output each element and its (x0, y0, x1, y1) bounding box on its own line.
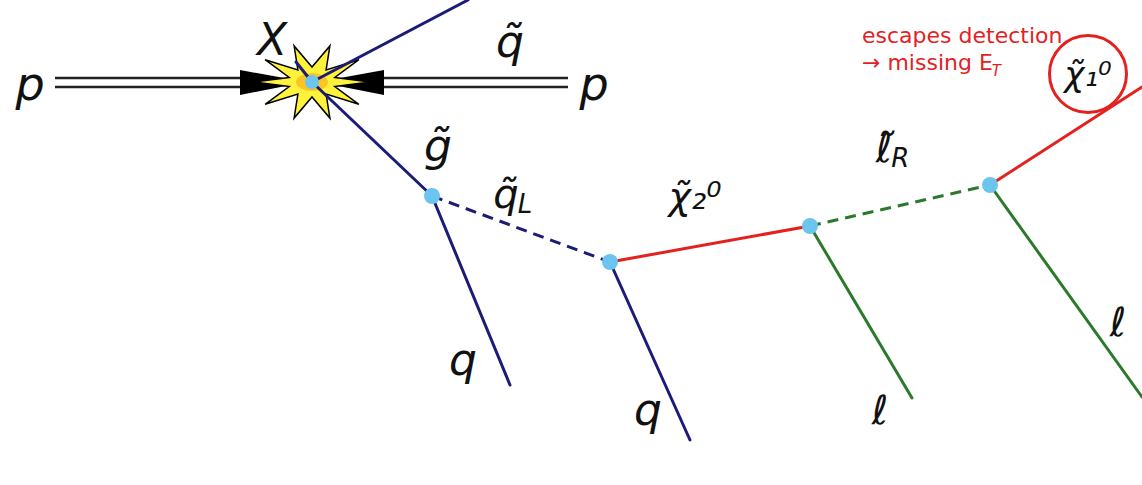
quark-track (432, 196, 510, 385)
beam-label: p (579, 61, 608, 107)
subscript: L (518, 191, 533, 217)
particle-track (312, 82, 432, 196)
particle-label: q (449, 338, 477, 382)
subscript: T (992, 64, 1001, 79)
particle-label: q (634, 388, 662, 432)
beam-line (372, 77, 568, 80)
particle-label: ℓ (1110, 302, 1127, 342)
particle-label: ℓ̃ (876, 128, 893, 168)
subscript: R (891, 145, 909, 171)
beam-line (55, 77, 255, 80)
beam-line (55, 86, 255, 89)
beam-label: p (15, 61, 44, 107)
vertex-dot (305, 75, 319, 89)
particle-label: χ̃₂⁰ (669, 177, 722, 215)
lepton-track (990, 185, 1142, 397)
lepton-track (810, 226, 912, 398)
particle-label: χ̃₁⁰ (1064, 57, 1111, 91)
particle-label: q̃ (493, 174, 518, 214)
vertex-dot (802, 218, 818, 234)
particle-label: X (257, 18, 287, 62)
vertex-dot (602, 254, 618, 270)
vertex-dot (982, 177, 998, 193)
slepton-propagator (810, 185, 990, 226)
annotation: → missing E (862, 52, 993, 74)
neutralino-track (990, 87, 1142, 185)
beam-line (372, 86, 568, 89)
quark-track (610, 262, 690, 440)
neutralino-track (610, 226, 810, 262)
annotation: escapes detection (862, 25, 1062, 47)
particle-label: ℓ (872, 390, 889, 430)
particle-label: q̃ (496, 20, 524, 64)
particle-track (312, 0, 468, 82)
particle-label: g̃ (424, 124, 452, 168)
particle-circle: χ̃₁⁰ (1048, 34, 1128, 114)
vertex-dot (424, 188, 440, 204)
